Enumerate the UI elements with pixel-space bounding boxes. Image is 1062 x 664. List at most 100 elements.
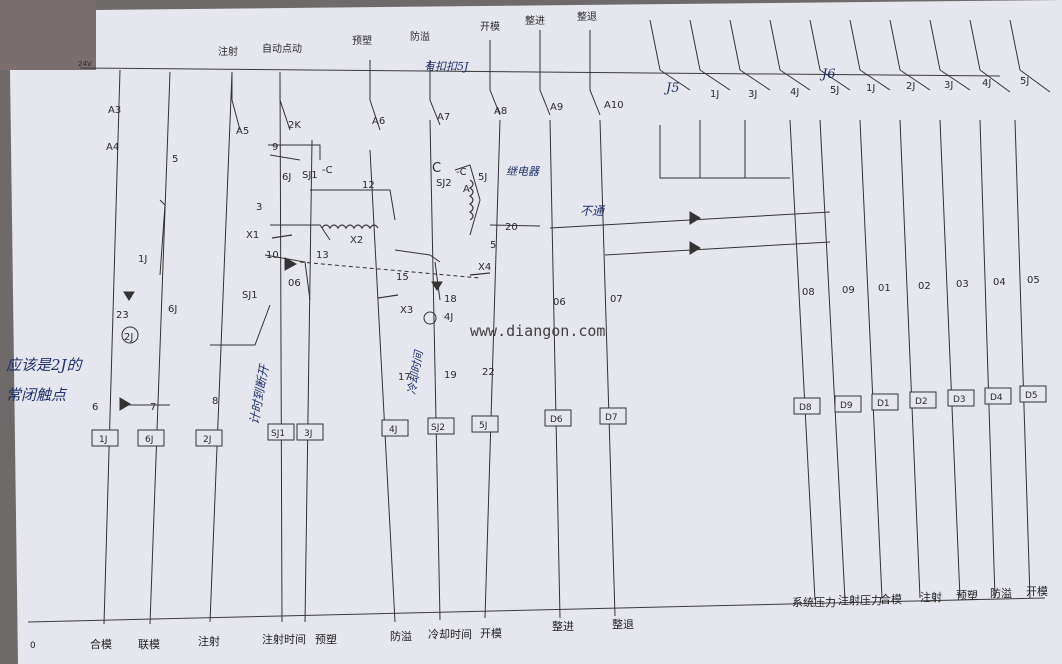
contact-label: 1J [138, 254, 147, 265]
contact-label: 1J [710, 89, 719, 100]
contact-label: 13 [316, 250, 329, 261]
contact-label: 2J [906, 81, 915, 92]
contact-label: A9 [550, 102, 563, 113]
contact-label: 04 [993, 277, 1006, 288]
contact-label: 22 [482, 367, 495, 378]
group-label-group: J5 J6 [663, 67, 835, 96]
handwritten-note: 有扣扣5J [424, 60, 469, 73]
contact-label: 23 [116, 310, 129, 321]
supply-label: 24V [78, 60, 92, 68]
contact-label: X2 [350, 235, 363, 246]
contact-label: 3 [256, 202, 262, 213]
contact-label: 5J [830, 85, 839, 96]
bottom-supply-rail [27, 597, 1046, 623]
coil-label: D2 [915, 397, 928, 407]
top-label: 开模 [480, 21, 500, 33]
top-label: 整退 [577, 10, 597, 23]
contact-label: 3J [944, 80, 953, 91]
contact-label: 07 [610, 294, 623, 305]
contact-label: 5 [172, 154, 178, 165]
bottom-right-label: 开模 [1026, 585, 1048, 598]
contact-label: 19 [444, 370, 457, 381]
vertical-branches [103, 69, 1031, 625]
contact-label: SJ2 [436, 178, 452, 189]
contact-label: 3J [748, 89, 757, 100]
top-label: 整进 [525, 14, 545, 27]
contact-label: 10 [266, 250, 279, 261]
bottom-label: 合模 [90, 637, 112, 651]
coil-label: SJ1 [271, 429, 285, 439]
contact-label: 4J [444, 312, 453, 323]
watermark-text: www.diangon.com [470, 322, 605, 340]
bottom-right-label: 合模 [880, 592, 902, 606]
contact-label: 12 [362, 180, 375, 191]
handwritten-note: 不通 [580, 204, 606, 218]
top-label-group: 注射 自动点动 预塑 防溢 开模 整进 整退 24V [78, 10, 597, 68]
coil-label: D9 [840, 401, 853, 411]
contact-label: 17 [398, 372, 411, 383]
coil-label: D7 [605, 413, 618, 423]
bottom-label: 整进 [552, 619, 574, 633]
coil-label: D3 [953, 395, 966, 405]
contact-label: A [463, 184, 470, 195]
coil-label: D8 [799, 403, 812, 413]
top-switches [231, 19, 1051, 131]
coil-windings [271, 179, 491, 299]
contact-label: 09 [842, 285, 855, 296]
contact-label: 1J [866, 83, 875, 94]
contact-label: 06 [288, 278, 301, 289]
bottom-right-label: 预塑 [956, 588, 978, 602]
bottom-label: 冷却时间 [428, 628, 472, 641]
bottom-right-label: 注射压力 [838, 593, 882, 607]
contact-label: 20 [505, 222, 518, 233]
contact-label: X3 [400, 305, 413, 316]
contact-label: SJ1 [242, 290, 258, 301]
contact-label: A4 [106, 142, 119, 153]
bottom-label: 防溢 [390, 629, 412, 643]
contact-label: 4J [982, 78, 991, 89]
contact-label: 15 [396, 272, 409, 283]
contact-label: SJ1 [302, 170, 318, 181]
contact-label: 6J [282, 172, 291, 183]
contact-label: -C [322, 165, 333, 176]
contact-label: 2J [124, 332, 133, 343]
background-fabric [0, 0, 96, 70]
top-label: 自动点动 [262, 42, 302, 55]
group-label: J5 [663, 81, 679, 96]
handwritten-note: 常闭触点 [6, 386, 68, 404]
contact-label: 01 [878, 283, 891, 294]
bottom-label: 预塑 [315, 632, 337, 646]
bottom-right-label: 系统压力 [792, 596, 836, 609]
coil-label: 1J [99, 435, 107, 445]
bottom-label: 开模 [480, 627, 502, 640]
bottom-label: 注射 [198, 634, 220, 648]
coil-label: 6J [145, 435, 153, 445]
coil-label: 2J [203, 435, 211, 445]
bottom-left-label: 0 [30, 641, 36, 651]
timer-contacts [121, 311, 437, 344]
bottom-right-label: 注射 [920, 590, 942, 604]
contact-label: 9 [272, 142, 278, 153]
contact-label: 8 [212, 396, 218, 407]
coil-label: 3J [304, 429, 312, 439]
bottom-right-label: 防溢 [990, 586, 1012, 600]
coil-label: D1 [877, 399, 890, 409]
coil-label: 4J [389, 425, 397, 435]
contact-label: A3 [108, 105, 121, 116]
contact-label: A5 [236, 126, 249, 137]
contact-label: A7 [437, 112, 450, 123]
contact-label: 08 [802, 287, 815, 298]
top-label: 防溢 [410, 30, 430, 43]
bottom-right-label-group: 系统压力 注射压力 合模 注射 预塑 防溢 开模 [792, 585, 1048, 609]
contact-label: 03 [956, 279, 969, 290]
contact-label: 02 [918, 281, 931, 292]
contact-label: 7 [150, 402, 156, 413]
contact-label: 18 [444, 294, 457, 305]
bottom-label: 联模 [138, 638, 160, 651]
contact-label-group: A3 A4 5 1J 6J A5 2K 9 6J SJ1 -C 12 A6 A7… [92, 76, 1040, 413]
group-label: J6 [819, 67, 835, 82]
contact-label: C [432, 161, 441, 176]
contact-label: A6 [372, 116, 385, 127]
top-label: 注射 [218, 45, 238, 58]
